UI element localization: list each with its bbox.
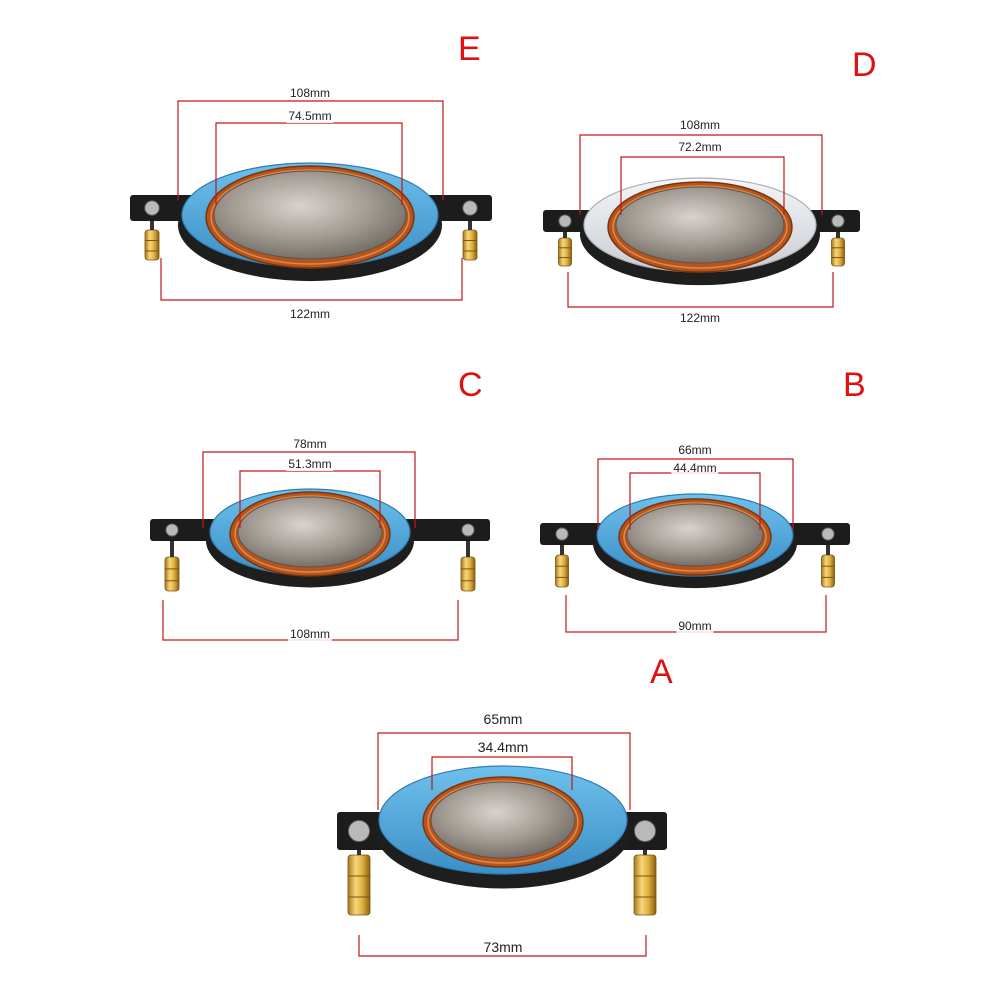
terminal-span-label: 73mm — [481, 939, 525, 955]
inner-diameter-line — [431, 756, 573, 790]
diaphragm-c — [150, 451, 490, 641]
diaphragm-a — [337, 732, 667, 957]
terminal-span-label: 122mm — [287, 307, 333, 321]
terminal-span-label: 90mm — [676, 619, 714, 633]
outer-diameter-label: 66mm — [676, 443, 714, 457]
terminal-post — [468, 221, 472, 230]
diaphragm-e — [130, 100, 492, 301]
titanium-dome — [430, 781, 576, 859]
terminal-post — [150, 221, 154, 230]
terminal-post — [560, 545, 564, 555]
titanium-dome — [615, 186, 785, 264]
terminal-post — [826, 545, 830, 555]
screw-icon — [558, 214, 572, 228]
inner-diameter-label: 74.5mm — [286, 109, 334, 123]
model-letter-b: B — [843, 366, 866, 404]
gold-terminal — [462, 229, 478, 261]
titanium-dome — [237, 496, 383, 568]
screw-icon — [461, 523, 475, 537]
gold-terminal — [347, 854, 371, 916]
outer-diameter-line — [177, 100, 444, 200]
model-letter-e: E — [458, 30, 481, 68]
gold-terminal — [558, 237, 572, 267]
screw-icon — [633, 819, 657, 843]
model-letter-c: C — [458, 366, 483, 404]
terminal-span-line — [358, 935, 647, 957]
coil-highlight — [612, 185, 788, 269]
gold-terminal — [633, 854, 657, 916]
gold-terminal — [831, 237, 845, 267]
inner-diameter-line — [620, 156, 785, 215]
terminal-span-line — [567, 272, 834, 308]
inner-diameter-line — [215, 122, 403, 205]
coil-highlight — [234, 495, 386, 573]
outer-diameter-label: 108mm — [677, 118, 723, 132]
screw-icon — [347, 819, 371, 843]
coil-highlight — [623, 502, 767, 572]
screw-icon — [555, 527, 569, 541]
inner-diameter-line — [239, 470, 381, 528]
terminal-post — [357, 850, 361, 855]
outer-diameter-line — [597, 458, 794, 530]
terminal-post — [170, 541, 174, 557]
outer-diameter-label: 65mm — [481, 711, 525, 727]
terminal-span-line — [160, 258, 463, 301]
outer-diameter-label: 108mm — [287, 86, 333, 100]
diaphragm-b — [540, 458, 850, 633]
terminal-post — [836, 232, 840, 238]
outer-diameter-label: 78mm — [291, 437, 329, 451]
gold-terminal — [555, 554, 569, 588]
terminal-span-label: 122mm — [677, 311, 723, 325]
terminal-post — [643, 850, 647, 855]
gold-terminal — [821, 554, 835, 588]
model-letter-d: D — [852, 46, 877, 84]
coil-highlight — [210, 169, 410, 265]
inner-diameter-label: 72.2mm — [676, 140, 724, 154]
titanium-dome — [213, 170, 407, 260]
screw-icon — [831, 214, 845, 228]
gold-terminal — [164, 556, 180, 592]
outer-diameter-line — [202, 451, 416, 528]
screw-icon — [144, 200, 160, 216]
inner-diameter-label: 34.4mm — [475, 739, 531, 755]
titanium-dome — [626, 503, 764, 567]
inner-diameter-label: 51.3mm — [286, 457, 334, 471]
terminal-post — [563, 232, 567, 238]
terminal-post — [466, 541, 470, 557]
outer-diameter-line — [377, 732, 631, 810]
screw-icon — [165, 523, 179, 537]
model-letter-a: A — [650, 653, 673, 691]
gold-terminal — [460, 556, 476, 592]
gold-terminal — [144, 229, 160, 261]
outer-diameter-line — [579, 134, 823, 215]
inner-diameter-label: 44.4mm — [671, 461, 719, 475]
diaphragm-d — [543, 134, 860, 308]
coil-highlight — [427, 780, 579, 864]
screw-icon — [462, 200, 478, 216]
terminal-span-label: 108mm — [287, 627, 333, 641]
screw-icon — [821, 527, 835, 541]
